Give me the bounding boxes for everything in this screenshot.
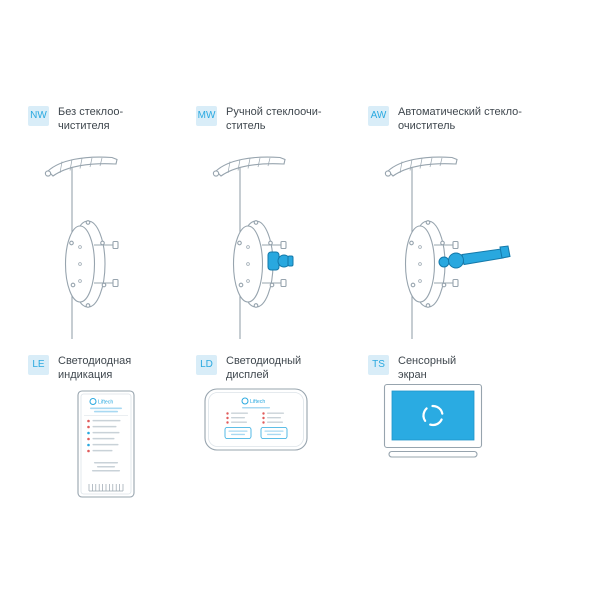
led-group-left [224,412,252,439]
option-label-ld: Светодиодный дисплей [226,355,302,381]
option-code-badge-le: LE [28,355,49,375]
option-nw: NW Без стеклоо- чистителя [28,106,123,133]
option-code-badge-mw: MW [196,106,217,126]
option-le: LE Светодиодная индикация [28,355,131,382]
led-group-right [260,412,288,439]
illustration-sensor-automatic-wiper [384,156,511,340]
illustration-sensor-manual-wiper [212,156,294,340]
option-label-aw: Автоматический стекло- очиститель [398,106,522,132]
brand-logo: Liftech [89,398,113,406]
option-code-badge-ts: TS [368,355,389,375]
option-code-badge-nw: NW [28,106,49,126]
option-label-mw: Ручной стеклоочи- ститель [226,106,322,132]
option-code-badge-aw: AW [368,106,389,126]
monitor-base [388,450,478,458]
svg-text:Liftech: Liftech [98,400,113,406]
option-label-nw: Без стеклоо- чистителя [58,106,124,132]
option-label-le: Светодиодная индикация [58,355,132,381]
brand-logo: Liftech [241,397,265,405]
illustration-led-indication-unit: Liftech [77,390,135,498]
option-ts: TS Сенсорный экран [368,355,456,382]
automatic-wiper-arm [438,245,511,269]
manual-wiper-handle [267,251,294,271]
illustration-touch-screen [383,383,483,458]
option-aw: AW Автоматический стекло- очиститель [368,106,522,133]
monitor-screen [391,390,475,441]
sync-arrows-icon [422,404,444,427]
led-status-rows [87,419,121,453]
option-label-ts: Сенсорный экран [398,355,457,381]
illustration-sensor-without-wiper [44,156,119,340]
option-mw: MW Ручной стеклоочи- ститель [196,106,322,133]
terminal-block [88,484,124,492]
svg-text:Liftech: Liftech [250,399,265,405]
illustration-led-display-panel: Liftech [204,388,308,451]
option-ld: LD Светодиодный дисплей [196,355,301,382]
option-code-badge-ld: LD [196,355,217,375]
